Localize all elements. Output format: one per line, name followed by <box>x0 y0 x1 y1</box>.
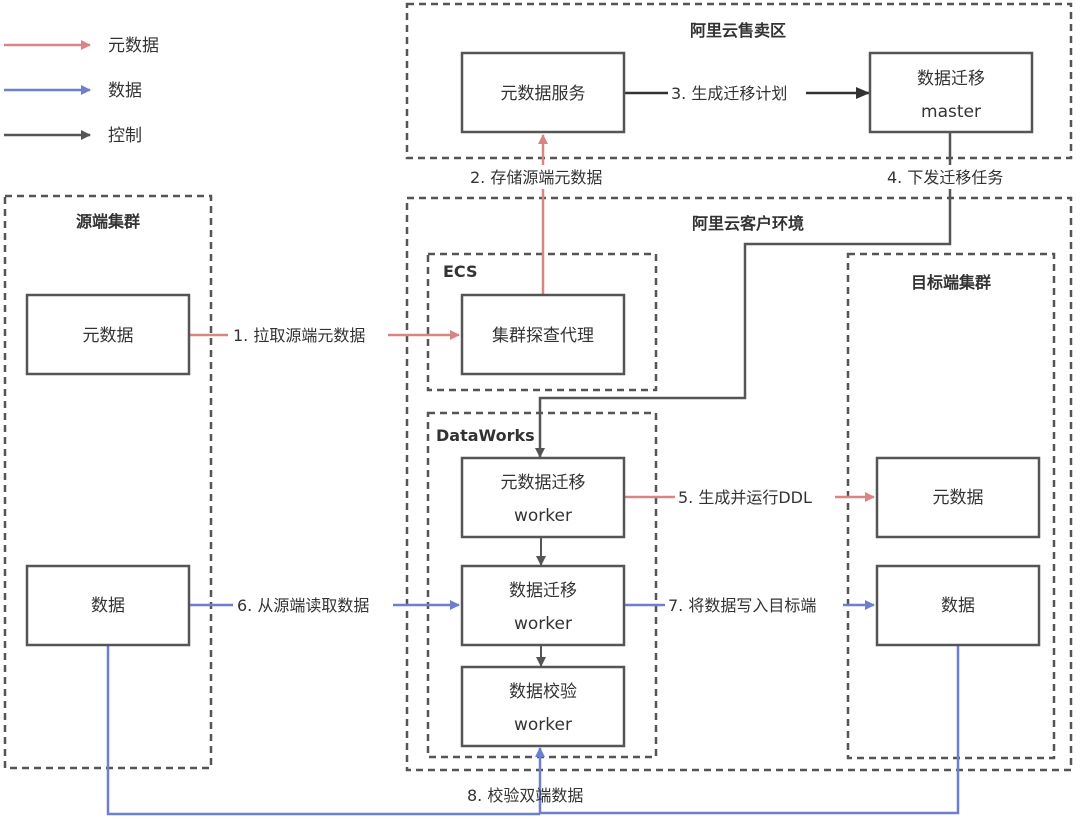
legend-item-metadata: 元数据 <box>4 36 159 56</box>
node-metadata-migration-worker-line1: 元数据迁移 <box>501 473 586 493</box>
edge-step8-source <box>106 645 540 816</box>
group-title-customer-env: 阿里云客户环境 <box>692 214 804 233</box>
legend-item-data: 数据 <box>4 81 142 101</box>
node-target-data-label: 数据 <box>941 596 975 616</box>
node-metadata-migration-worker[interactable]: 元数据迁移 worker <box>460 456 626 539</box>
node-data-migration-worker[interactable]: 数据迁移 worker <box>460 564 626 647</box>
legend-control-label: 控制 <box>108 126 142 146</box>
node-target-metadata-label: 元数据 <box>933 488 984 508</box>
edge-label-step6: 6. 从源端读取数据 <box>237 596 369 615</box>
edge-label-step4: 4. 下发迁移任务 <box>887 168 1003 187</box>
legend: 元数据 数据 控制 <box>4 36 159 146</box>
group-title-target-cluster: 目标端集群 <box>911 273 991 292</box>
node-data-migration-worker-line2: worker <box>514 614 572 634</box>
group-title-ecs: ECS <box>443 262 478 281</box>
node-migration-master-line1: 数据迁移 <box>917 69 985 89</box>
node-source-data[interactable]: 数据 <box>25 564 191 647</box>
edge-label-step3: 3. 生成迁移计划 <box>671 84 787 103</box>
group-dataworks <box>426 411 658 759</box>
edge-label-step2: 2. 存储源端元数据 <box>470 168 602 187</box>
node-migration-master-line2: master <box>921 102 981 122</box>
node-metadata-service-label: 元数据服务 <box>501 84 586 104</box>
edge-label-step1: 1. 拉取源端元数据 <box>233 326 365 345</box>
node-source-data-label: 数据 <box>91 596 125 616</box>
edge-label-step7: 7. 将数据写入目标端 <box>668 596 816 615</box>
node-metadata-service[interactable]: 元数据服务 <box>460 51 626 134</box>
legend-item-control: 控制 <box>4 126 142 146</box>
group-customer-env <box>405 196 1073 772</box>
node-migration-master[interactable]: 数据迁移 master <box>868 51 1034 134</box>
nodes: 元数据服务 数据迁移 master 集群探查代理 元数据 数据 元数据迁移 wo… <box>25 51 1041 748</box>
edge-labels: 1. 拉取源端元数据 2. 存储源端元数据 3. 生成迁移计划 4. 下发迁移任… <box>228 80 1026 805</box>
node-cluster-probe-agent[interactable]: 集群探查代理 <box>460 293 626 376</box>
node-target-data[interactable]: 数据 <box>875 564 1041 647</box>
group-title-source-cluster: 源端集群 <box>76 212 140 231</box>
group-title-sales-region: 阿里云售卖区 <box>690 21 786 40</box>
node-data-validation-worker-line2: worker <box>514 715 572 735</box>
edge-label-step8: 8. 校验双端数据 <box>467 786 583 805</box>
node-data-validation-worker-line1: 数据校验 <box>509 682 577 702</box>
node-data-migration-worker-line1: 数据迁移 <box>509 581 577 601</box>
group-target-cluster <box>846 252 1056 760</box>
node-target-metadata[interactable]: 元数据 <box>875 456 1041 539</box>
node-cluster-probe-agent-label: 集群探查代理 <box>492 326 594 346</box>
legend-data-label: 数据 <box>108 81 142 101</box>
edge-step4 <box>535 133 952 458</box>
node-source-metadata-label: 元数据 <box>83 326 134 346</box>
edge-step8-target <box>540 645 960 815</box>
node-source-metadata[interactable]: 元数据 <box>25 293 191 376</box>
node-data-validation-worker[interactable]: 数据校验 worker <box>460 665 626 748</box>
edge-label-step5: 5. 生成并运行DDL <box>678 488 812 507</box>
legend-metadata-label: 元数据 <box>108 36 159 56</box>
node-metadata-migration-worker-line2: worker <box>514 506 572 526</box>
group-title-dataworks: DataWorks <box>436 426 535 445</box>
